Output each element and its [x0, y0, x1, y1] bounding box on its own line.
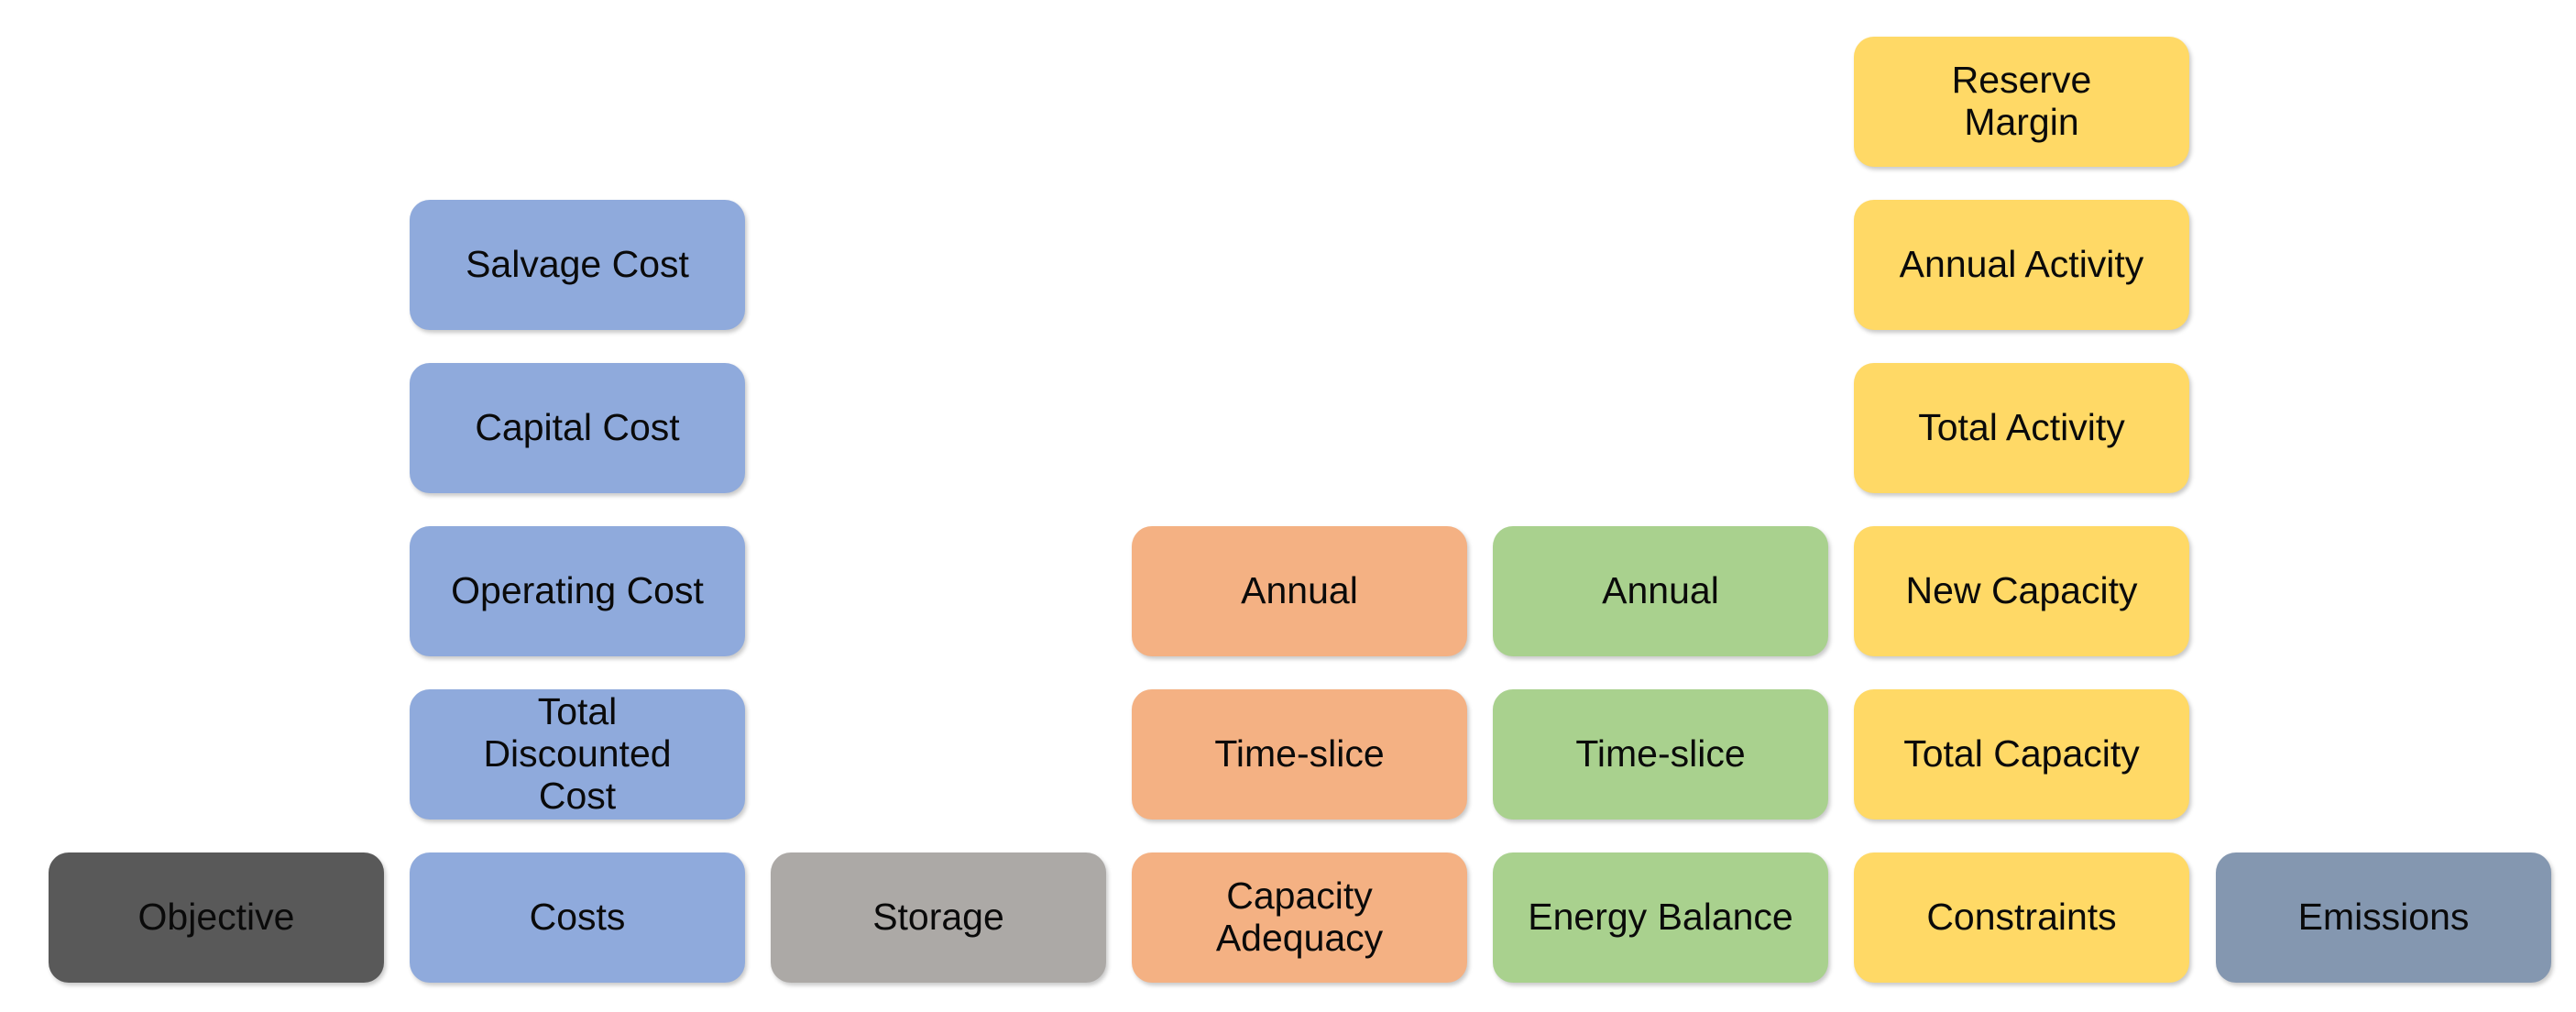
- node-capacity-time-slice-label: Time-slice: [1214, 732, 1385, 776]
- node-energy-balance: Energy Balance: [1493, 852, 1828, 983]
- node-operating-cost-label: Operating Cost: [451, 569, 704, 612]
- node-salvage-cost: Salvage Cost: [410, 200, 745, 330]
- node-reserve-margin: Reserve Margin: [1854, 37, 2189, 167]
- node-emissions-label: Emissions: [2297, 896, 2470, 939]
- node-capacity-time-slice: Time-slice: [1132, 689, 1467, 820]
- node-capital-cost: Capital Cost: [410, 363, 745, 493]
- node-total-capacity-label: Total Capacity: [1903, 732, 2140, 776]
- node-total-activity-label: Total Activity: [1918, 406, 2125, 449]
- node-new-capacity-label: New Capacity: [1905, 569, 2138, 612]
- node-total-activity: Total Activity: [1854, 363, 2189, 493]
- node-energy-time-slice: Time-slice: [1493, 689, 1828, 820]
- node-energy-annual: Annual: [1493, 526, 1828, 656]
- node-energy-annual-label: Annual: [1602, 569, 1719, 612]
- node-constraints: Constraints: [1854, 852, 2189, 983]
- node-storage-label: Storage: [872, 896, 1004, 939]
- node-total-discounted-cost: Total Discounted Cost: [410, 689, 745, 820]
- node-capacity-annual: Annual: [1132, 526, 1467, 656]
- node-costs-label: Costs: [529, 896, 626, 939]
- node-constraints-label: Constraints: [1926, 896, 2117, 939]
- node-salvage-cost-label: Salvage Cost: [466, 243, 689, 286]
- node-objective-label: Objective: [137, 896, 295, 939]
- node-capacity-adequacy-label: Capacity Adequacy: [1215, 874, 1384, 959]
- node-costs: Costs: [410, 852, 745, 983]
- node-total-discounted-cost-label: Total Discounted Cost: [483, 690, 672, 817]
- node-objective: Objective: [49, 852, 384, 983]
- node-capital-cost-label: Capital Cost: [475, 406, 680, 449]
- node-annual-activity: Annual Activity: [1854, 200, 2189, 330]
- node-reserve-margin-label: Reserve Margin: [1951, 59, 2092, 143]
- node-capacity-adequacy: Capacity Adequacy: [1132, 852, 1467, 983]
- node-capacity-annual-label: Annual: [1241, 569, 1358, 612]
- node-operating-cost: Operating Cost: [410, 526, 745, 656]
- node-new-capacity: New Capacity: [1854, 526, 2189, 656]
- node-total-capacity: Total Capacity: [1854, 689, 2189, 820]
- node-annual-activity-label: Annual Activity: [1899, 243, 2144, 286]
- node-energy-time-slice-label: Time-slice: [1575, 732, 1746, 776]
- node-storage: Storage: [771, 852, 1106, 983]
- node-energy-balance-label: Energy Balance: [1528, 896, 1793, 939]
- node-emissions: Emissions: [2216, 852, 2551, 983]
